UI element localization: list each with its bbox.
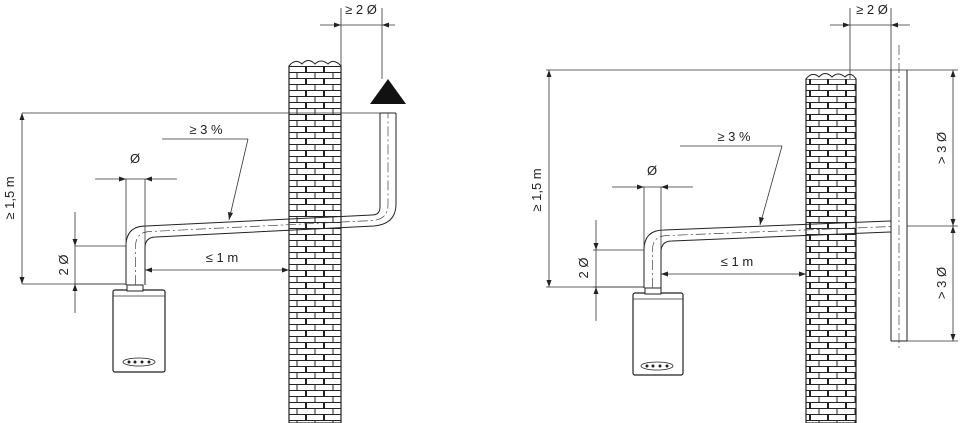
height-label: ≥ 1,5 m	[2, 176, 17, 219]
boiler	[632, 287, 684, 376]
chimney-gap-label: ≥ 2 Ø	[345, 2, 377, 17]
dimension-slope	[162, 138, 249, 221]
dimension-horizontal-distance	[661, 271, 806, 277]
horizontal-distance-label: ≤ 1 m	[206, 250, 238, 265]
dimension-chimney-gap	[320, 8, 395, 79]
dimension-chimney-gap	[830, 8, 910, 79]
right-diagram: ≥ 2 Ø ≥ 1,5 m > 3 Ø > 3 Ø ≥ 3 %	[529, 2, 958, 423]
brick-wall	[805, 73, 857, 423]
flue-pipe	[125, 112, 397, 285]
dimension-vertical-rise	[72, 212, 126, 313]
vertical-rise-label: 2 Ø	[56, 255, 71, 276]
dimension-vertical-rise	[593, 220, 644, 321]
boiler-control-panel	[122, 357, 156, 367]
horizontal-distance-label: ≤ 1 m	[721, 254, 753, 269]
dimension-horizontal-distance	[145, 267, 289, 273]
vertical-chimney-pipe	[890, 45, 908, 350]
termination-cap-icon	[370, 79, 406, 104]
slope-label: ≥ 3 %	[717, 129, 751, 144]
brick-wall	[288, 60, 342, 423]
boiler	[112, 284, 166, 373]
dimension-sections	[907, 70, 958, 342]
slope-label: ≥ 3 %	[189, 122, 223, 137]
upper-section-label: > 3 Ø	[934, 132, 949, 164]
lower-section-label: > 3 Ø	[934, 267, 949, 299]
pipe-diameter-label: Ø	[647, 163, 657, 178]
dimension-height	[19, 112, 380, 285]
dimension-pipe-diameter	[612, 184, 693, 250]
dimension-slope	[680, 145, 783, 226]
boiler-control-panel	[640, 361, 674, 371]
vertical-rise-label: 2 Ø	[576, 258, 591, 279]
pipe-diameter-label: Ø	[130, 151, 140, 166]
left-diagram: ≥ 2 Ø ≥ 1,5 m ≥ 3 % Ø	[2, 2, 406, 423]
dimension-pipe-diameter	[95, 176, 177, 246]
height-label: ≥ 1,5 m	[529, 168, 544, 211]
chimney-gap-label: ≥ 2 Ø	[856, 2, 888, 17]
